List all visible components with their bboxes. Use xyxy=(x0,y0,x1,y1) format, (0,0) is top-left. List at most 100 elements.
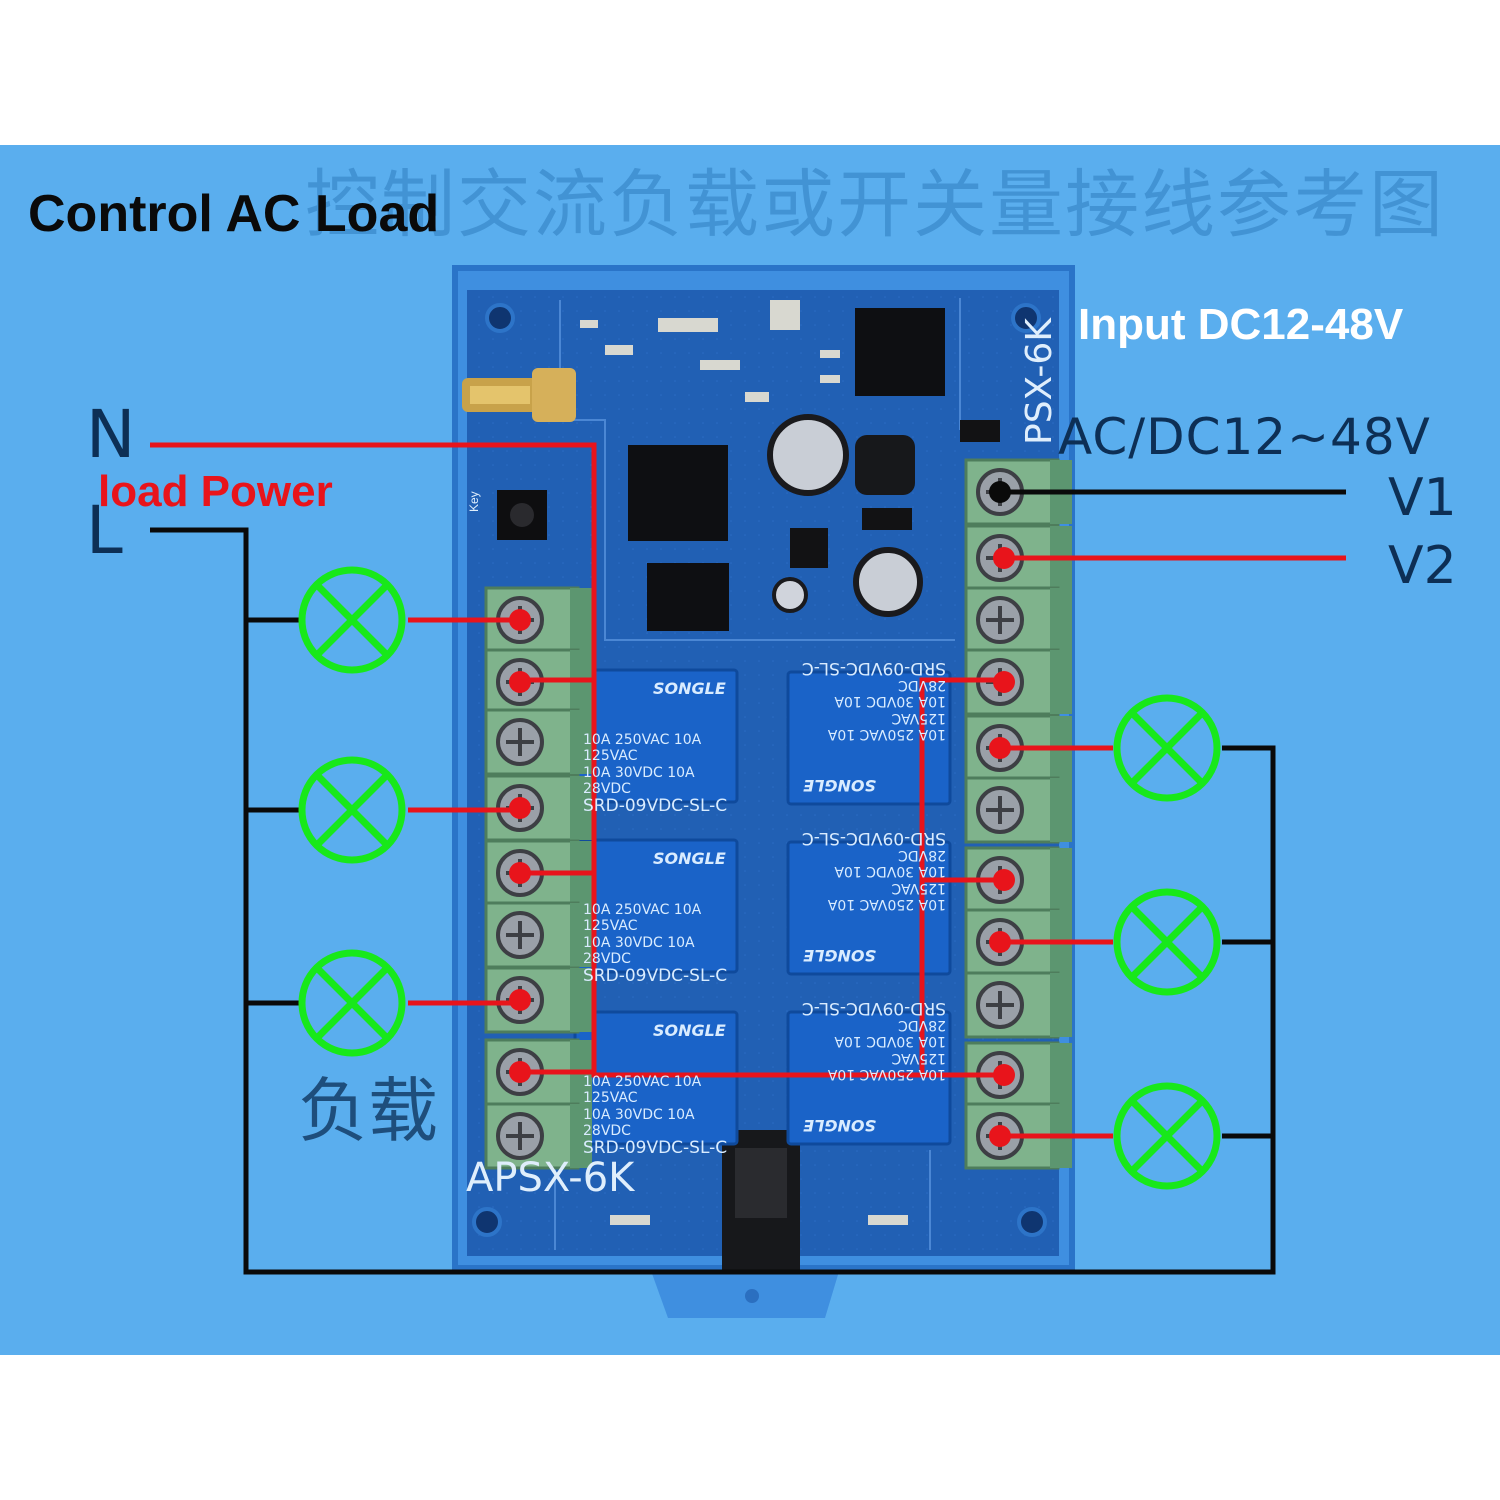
terminal-dot xyxy=(993,547,1015,569)
terminal-dot xyxy=(993,869,1015,891)
terminal-dot xyxy=(989,737,1011,759)
terminal-dot xyxy=(509,989,531,1011)
antenna-connector-icon xyxy=(462,368,576,422)
v2-label: V2 xyxy=(1388,536,1457,596)
lamp-group xyxy=(298,566,1221,1190)
relay-brand: SONGLE xyxy=(653,1021,726,1040)
red-wires xyxy=(150,442,1346,1139)
line-label: L xyxy=(86,492,123,569)
board-model-bottom: APSX-6K xyxy=(466,1155,635,1201)
red-wire-com-right xyxy=(919,677,1004,1075)
terminal-dot xyxy=(509,609,531,631)
relay-group xyxy=(573,668,952,1146)
diagram-title: Control AC Load xyxy=(28,185,440,243)
ic-chip xyxy=(647,563,729,631)
relay-brand: SONGLE xyxy=(653,849,726,868)
supply-voltage-label: AC/DC12~48V xyxy=(1058,408,1431,466)
relay-part: SRD-09VDC-SL-C xyxy=(583,1137,728,1158)
relay-brand: SONGLE xyxy=(653,679,726,698)
ic-chip xyxy=(855,308,945,396)
lamp-icon xyxy=(298,566,406,674)
screw-terminal-icon xyxy=(484,901,592,969)
lamp-icon xyxy=(1113,1082,1221,1190)
terminal-dot xyxy=(509,797,531,819)
key-label: Key xyxy=(467,491,481,512)
relay-icon xyxy=(786,1010,952,1146)
lamp-icon xyxy=(298,949,406,1057)
chinese-title: 控制交流负载或开关量接线参考图 xyxy=(305,162,1445,248)
relay-icon xyxy=(786,670,952,806)
relay-spec-2: 10A 30VDC 10A 28VDC xyxy=(583,934,695,967)
relay-spec-2: 10A 30VDC 10A 28VDC xyxy=(834,847,946,880)
mount-hole xyxy=(1017,1207,1047,1237)
terminal-dot xyxy=(509,1061,531,1083)
relay-spec-2: 10A 30VDC 10A 28VDC xyxy=(834,677,946,710)
screw-terminal-icon xyxy=(484,1102,592,1170)
relay-part: SRD-09VDC-SL-C xyxy=(583,795,728,816)
terminal-dot xyxy=(993,671,1015,693)
input-voltage-label: Input DC12-48V xyxy=(1078,300,1404,349)
red-wire-com-bus xyxy=(520,677,594,1075)
screw-terminal-icon xyxy=(964,586,1072,654)
terminal-block-right xyxy=(964,458,1072,1170)
ic-chip xyxy=(862,508,912,530)
screw-terminal-icon xyxy=(484,966,592,1034)
relay-brand: SONGLE xyxy=(803,1116,876,1135)
mount-hole xyxy=(472,1207,502,1237)
ic-chip xyxy=(628,445,728,541)
relay-spec-1: 10A 250VAC 10A 125VAC xyxy=(583,732,702,765)
mount-hole xyxy=(1011,303,1041,333)
relay-brand: SONGLE xyxy=(803,946,876,965)
terminal-dot-black xyxy=(989,481,1011,503)
relay-part: SRD-09VDC-SL-C xyxy=(801,998,946,1019)
terminal-dot xyxy=(509,862,531,884)
ic-chip xyxy=(790,528,828,568)
relay-icon xyxy=(786,840,952,976)
smd-components xyxy=(580,300,908,1225)
relay-spec-2: 10A 30VDC 10A 28VDC xyxy=(583,1106,695,1139)
black-wires xyxy=(150,489,1346,1275)
relay-spec-1: 10A 250VAC 10A 125VAC xyxy=(583,1074,702,1107)
inductor xyxy=(855,435,915,495)
relay-part: SRD-09VDC-SL-C xyxy=(801,828,946,849)
dc-jack xyxy=(722,1130,800,1270)
black-wire-L xyxy=(150,527,1276,1275)
relay-spec-1: 10A 250VAC 10A 125VAC xyxy=(583,902,702,935)
lamp-icon xyxy=(1113,694,1221,802)
terminal-dots xyxy=(509,481,1015,1147)
lamp-icon xyxy=(298,756,406,864)
relay-spec-1: 10A 250VAC 10A 125VAC xyxy=(827,879,946,912)
relay-spec-2: 10A 30VDC 10A 28VDC xyxy=(834,1017,946,1050)
relay-spec-1: 10A 250VAC 10A 125VAC xyxy=(827,1049,946,1082)
load-label-cn: 负载 xyxy=(298,1070,438,1152)
relay-part: SRD-09VDC-SL-C xyxy=(801,658,946,679)
board-model-side: PSX-6K xyxy=(1019,318,1060,445)
v1-label: V1 xyxy=(1388,468,1457,528)
screw-terminal-icon xyxy=(964,776,1072,844)
screw-terminal-icon xyxy=(964,971,1072,1039)
mount-hole xyxy=(485,303,515,333)
terminal-dot xyxy=(509,671,531,693)
lamp-icon xyxy=(1113,888,1221,996)
screw-terminal-icon xyxy=(484,708,592,776)
relay-brand: SONGLE xyxy=(803,776,876,795)
capacitor-icon xyxy=(767,414,923,617)
red-wire-N xyxy=(150,442,1004,1078)
relay-part: SRD-09VDC-SL-C xyxy=(583,965,728,986)
neutral-label: N xyxy=(86,396,136,473)
key-button xyxy=(497,490,547,540)
ic-chip xyxy=(960,420,1000,442)
terminal-block-left xyxy=(484,586,592,1170)
load-power-label: load Power xyxy=(98,467,333,516)
relay-spec-1: 10A 250VAC 10A 125VAC xyxy=(827,709,946,742)
terminal-dot xyxy=(989,931,1011,953)
terminal-dot xyxy=(993,1064,1015,1086)
terminal-dot xyxy=(989,1125,1011,1147)
